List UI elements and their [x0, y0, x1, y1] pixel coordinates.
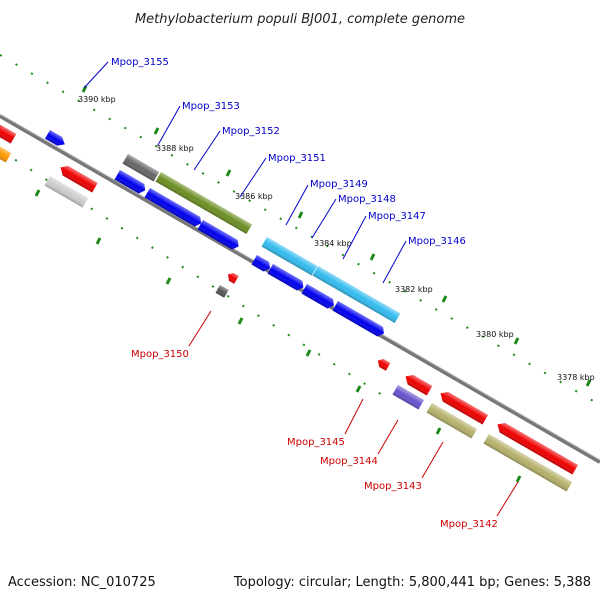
gene-mpop-3151-a-shade [114, 170, 146, 194]
gene-mpop-3142-red-shade [497, 423, 578, 475]
gene-mpop-3144-shade [392, 385, 424, 410]
label-mpop-3152[interactable]: Mpop_3152 [222, 126, 280, 137]
gene-mpop-3150-fwd-shade [197, 220, 239, 250]
gene-mpop-3149-shade [261, 237, 318, 276]
outer-dotted-track [0, 54, 600, 406]
tick-mark-3382 [369, 253, 376, 261]
gene-mpop-3143-red-shade [440, 392, 489, 425]
tick-mark-minor-1 [585, 379, 592, 387]
label-mpop-3145[interactable]: Mpop_3145 [287, 437, 345, 448]
leader-mpop-3145 [344, 398, 364, 435]
tick-mark-3384 [297, 211, 304, 219]
tick-label-3390: 3390 kbp [78, 95, 116, 104]
tick-label-3384: 3384 kbp [314, 239, 352, 248]
tick-mark-inner-4 [237, 317, 244, 325]
gene-mpop-3146-a-shade [301, 284, 334, 309]
leader-mpop-3150 [188, 310, 212, 347]
tick-label-3388: 3388 kbp [156, 144, 194, 153]
gene-mpop-3145-shade [378, 359, 391, 371]
label-mpop-3150[interactable]: Mpop_3150 [131, 349, 189, 360]
leader-mpop-3143 [421, 441, 444, 479]
gene-mpop-3148-shade [312, 266, 401, 324]
label-mpop-3151[interactable]: Mpop_3151 [268, 153, 326, 164]
leader-mpop-3152 [193, 130, 221, 171]
leader-mpop-3155 [83, 61, 109, 89]
gene-left-red-shade [60, 166, 98, 193]
tick-mark-inner-7 [435, 427, 442, 435]
tick-mark-inner-6 [355, 385, 362, 393]
label-mpop-3149[interactable]: Mpop_3149 [310, 179, 368, 190]
label-mpop-3146[interactable]: Mpop_3146 [408, 236, 466, 247]
tick-mark-inner-3 [165, 277, 172, 285]
leader-mpop-3148 [311, 198, 337, 239]
gene-left-edge-orange-shade [0, 143, 12, 163]
tick-label-3386: 3386 kbp [235, 192, 273, 201]
tick-mark-3386 [225, 169, 232, 177]
label-mpop-3147[interactable]: Mpop_3147 [368, 211, 426, 222]
leader-mpop-3149 [285, 184, 309, 226]
tick-mark-3388 [153, 127, 160, 135]
gene-mpop-3150-gray-shade [215, 285, 229, 298]
tick-mark-3378 [513, 337, 520, 345]
gene-mpop-3153-shade [155, 172, 213, 212]
tick-mark-inner-1 [34, 189, 41, 197]
leader-mpop-3151 [239, 157, 267, 198]
gene-mpop-3147-a-shade [251, 255, 271, 272]
gene-mpop-3142-shade [483, 434, 573, 492]
gene-mpop-3143-shade [426, 403, 478, 439]
leader-mpop-3142 [496, 481, 519, 517]
label-mpop-3155[interactable]: Mpop_3155 [111, 57, 169, 68]
map-title: Methylobacterium populi BJ001, complete … [135, 12, 465, 27]
accession-text: Accession: NC_010725 [8, 575, 156, 590]
tick-label-3378: 3378 kbp [557, 373, 595, 382]
gene-mpop-3145-b-shade [405, 375, 433, 396]
gene-mpop-3155-shade [45, 130, 65, 146]
leader-mpop-3147 [342, 215, 367, 260]
gene-mpop-3154-shade [122, 154, 160, 182]
tick-mark-3380 [441, 295, 448, 303]
leader-mpop-3144 [377, 419, 399, 455]
leader-mpop-3153 [157, 105, 181, 146]
label-mpop-3144[interactable]: Mpop_3144 [320, 456, 378, 467]
gene-features [0, 120, 578, 492]
gene-mpop-3150-shade [228, 273, 239, 284]
gene-mpop-3151-shade [144, 188, 202, 227]
leader-mpop-3146 [382, 240, 407, 284]
tick-mark-inner-2 [95, 237, 102, 245]
topology-text: Topology: circular; Length: 5,800,441 bp… [233, 575, 591, 590]
tick-mark-inner-5 [305, 349, 312, 357]
label-mpop-3142[interactable]: Mpop_3142 [440, 519, 498, 530]
gene-left-edge-red-shade [0, 120, 17, 144]
tick-label-3382: 3382 kbp [395, 285, 433, 294]
tick-mark-inner-8 [515, 475, 522, 483]
label-mpop-3148[interactable]: Mpop_3148 [338, 194, 396, 205]
gene-mpop-3152-shade [207, 202, 252, 235]
gene-mpop-3147-shade [267, 264, 304, 291]
label-mpop-3143[interactable]: Mpop_3143 [364, 481, 422, 492]
gene-left-lightgray-shade [44, 176, 89, 208]
gene-mpop-3146-shade [332, 301, 384, 337]
label-mpop-3153[interactable]: Mpop_3153 [182, 101, 240, 112]
tick-marks [34, 85, 592, 483]
leader-lines [83, 61, 519, 517]
tick-label-3380: 3380 kbp [476, 330, 514, 339]
